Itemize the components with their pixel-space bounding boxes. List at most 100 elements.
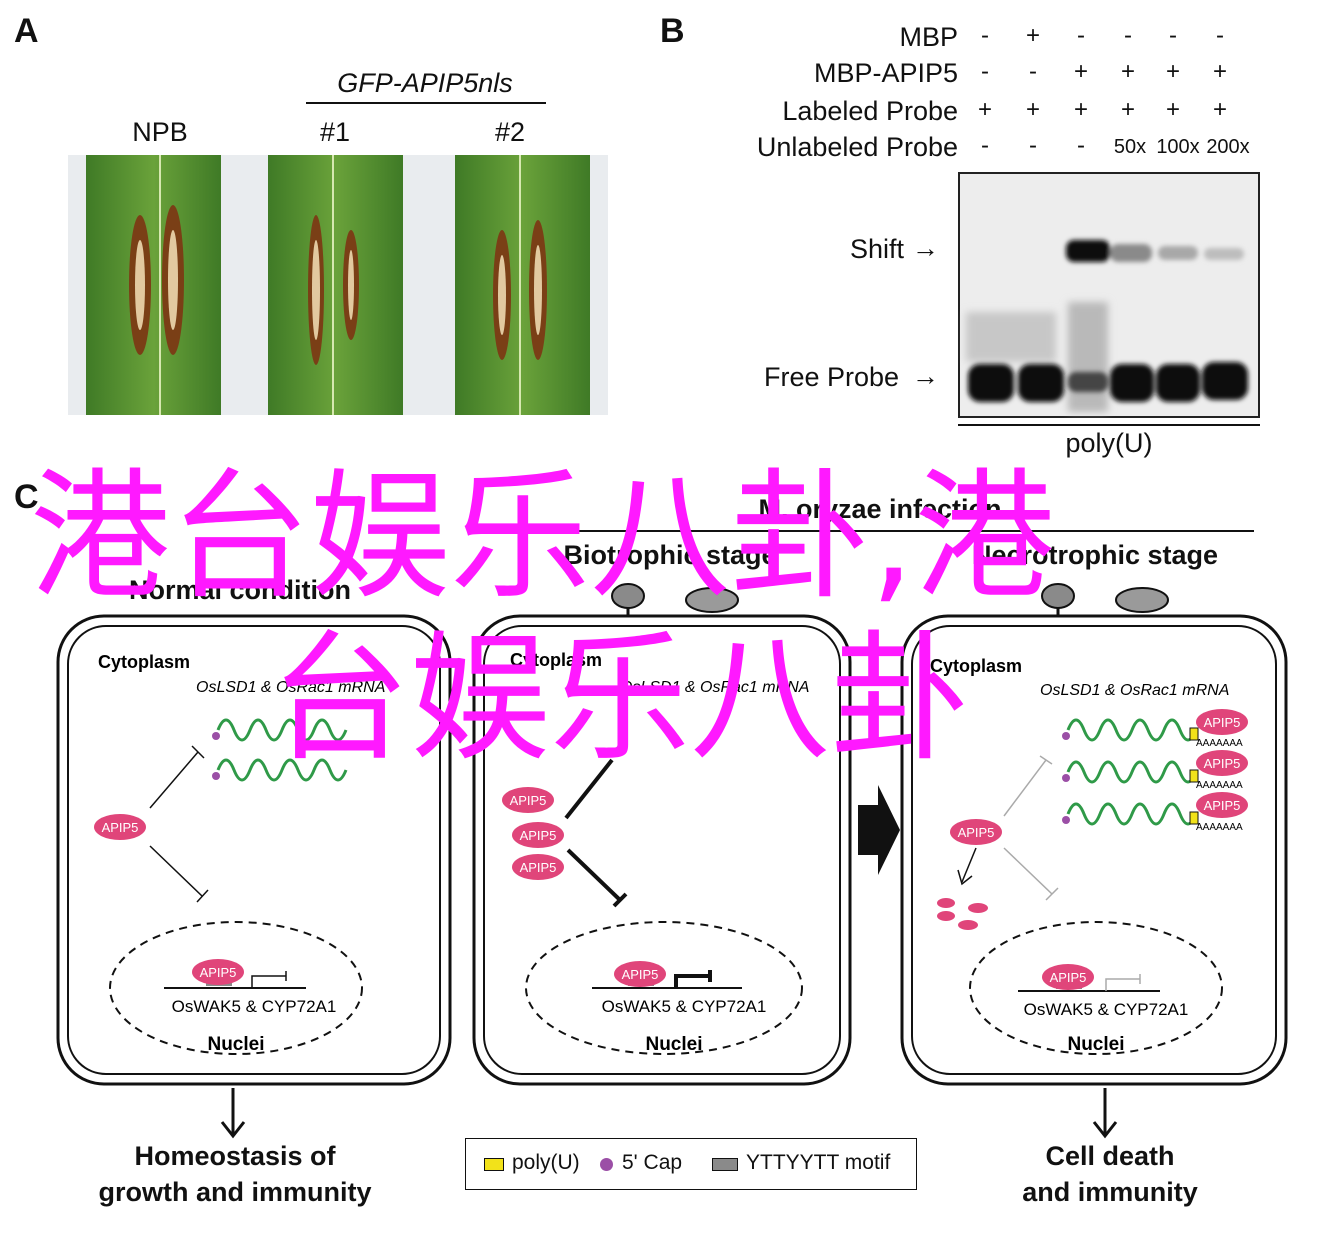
free-band	[1156, 364, 1200, 402]
fungal-spore	[685, 587, 739, 613]
polyu-bracket	[958, 424, 1260, 426]
construct-label: GFP-APIP5nls	[337, 68, 513, 98]
svg-text:APIP5: APIP5	[622, 967, 659, 982]
svg-text:Cytoplasm: Cytoplasm	[510, 650, 602, 670]
weak-inhibition-line	[1003, 847, 1053, 895]
sign-cell: +	[1025, 22, 1040, 49]
cytoplasm-label: Cytoplasm	[98, 652, 190, 672]
emsa-gel	[958, 172, 1260, 418]
gene-label: OsWAK5 & CYP72A1	[172, 997, 337, 1016]
down-arrow-icon	[1092, 1088, 1118, 1139]
svg-text:Nuclei: Nuclei	[1067, 1034, 1124, 1055]
sign-cell: +	[1073, 58, 1088, 85]
pathway-diagram: Cytoplasm OsLSD1 & OsRac1 mRNA APIP5 API…	[56, 583, 1288, 1086]
nucleus	[109, 921, 363, 1055]
sign-cell: -	[981, 22, 989, 49]
stage-necrotrophic: Necrotrophic stage	[971, 540, 1219, 570]
leaf-npb	[86, 155, 221, 415]
apip5-protein	[192, 959, 244, 985]
panel-b-label: B	[660, 12, 685, 50]
degraded-protein	[937, 898, 988, 930]
emsa-condition-table: MBP MBP-APIP5 Labeled Probe Unlabeled Pr…	[700, 18, 1260, 168]
apip5-protein	[512, 822, 564, 848]
sign-cell: 50x	[1113, 136, 1147, 158]
shift-band	[1204, 248, 1244, 260]
cell-biotrophic: Cytoplasm OsLSD1 & OsRac1 mRNA APIP5 API…	[472, 583, 852, 1086]
sign-cell: -	[981, 58, 989, 85]
sign-cell: +	[1212, 96, 1227, 123]
shift-band	[1158, 246, 1198, 260]
row-label-unlabeled-probe: Unlabeled Probe	[756, 132, 958, 162]
shift-band	[1066, 240, 1110, 262]
row-label-mbp: MBP	[899, 22, 958, 52]
mrna-label: OsLSD1 & OsRac1 mRNA	[196, 679, 385, 696]
svg-text:AAAAAAA: AAAAAAA	[1196, 780, 1243, 791]
svg-text:APIP5: APIP5	[1050, 970, 1087, 985]
free-band	[1068, 372, 1108, 392]
svg-text:APIP5: APIP5	[102, 820, 139, 835]
svg-text:OsWAK5 & CYP72A1: OsWAK5 & CYP72A1	[1024, 1000, 1189, 1019]
construct-bracket	[306, 102, 546, 104]
sign-cell: +	[1025, 96, 1040, 123]
motif-swatch	[712, 1158, 738, 1171]
legend-box: poly(U) 5' Cap YTTYYTT motif	[465, 1138, 917, 1190]
svg-text:APIP5: APIP5	[510, 793, 547, 808]
lane-label-1: #1	[319, 117, 351, 147]
apip5-protein	[614, 961, 666, 987]
svg-text:APIP5: APIP5	[520, 860, 557, 875]
row-label-labeled-probe: Labeled Probe	[782, 96, 958, 126]
sign-cell: -	[1077, 132, 1085, 159]
leaf-2	[455, 155, 590, 415]
nuclei-label: Nuclei	[207, 1034, 264, 1055]
sign-cell: 200x	[1206, 136, 1250, 158]
sign-cell: -	[1077, 22, 1085, 49]
free-probe-arrow-icon: →	[912, 361, 939, 391]
sign-cell: -	[1029, 132, 1037, 159]
svg-text:APIP5: APIP5	[1204, 756, 1241, 771]
svg-text:APIP5: APIP5	[958, 825, 995, 840]
inhibition-line	[564, 758, 614, 820]
free-band	[968, 364, 1014, 402]
polyu-swatch	[484, 1158, 504, 1171]
svg-text:Cytoplasm: Cytoplasm	[930, 656, 1022, 676]
apip5-protein	[1042, 964, 1094, 990]
svg-text:OsLSD1 & OsRac1 mRNA: OsLSD1 & OsRac1 mRNA	[1040, 682, 1229, 699]
cell-necrotrophic: Cytoplasm OsLSD1 & OsRac1 mRNA APIP5 AAA…	[900, 583, 1288, 1086]
apip5-protein	[94, 814, 146, 840]
svg-text:APIP5: APIP5	[1204, 715, 1241, 730]
svg-text:OsWAK5 & CYP72A1: OsWAK5 & CYP72A1	[602, 997, 767, 1016]
leaf-photo	[68, 155, 608, 415]
sign-cell: -	[1169, 22, 1177, 49]
outcome-right: Cell death and immunity	[1022, 1141, 1198, 1207]
inhibition-line	[149, 751, 199, 809]
outcome-left: Homeostasis of growth and immunity	[98, 1141, 372, 1207]
cap-icon	[212, 772, 220, 780]
mrna-strand	[212, 718, 348, 782]
legend-polyu: poly(U)	[512, 1151, 580, 1174]
shift-band	[1110, 244, 1152, 262]
stage-normal: Normal condition	[129, 575, 351, 605]
panel-a-label: A	[14, 12, 39, 50]
free-probe-label: Free Probe	[764, 362, 900, 392]
svg-text:OsLSD1 & OsRac1 mRNA: OsLSD1 & OsRac1 mRNA	[620, 679, 809, 696]
infection-header: M. oryzae infection	[758, 494, 1002, 524]
inhibition-line	[149, 845, 203, 897]
panel-c-label: C	[14, 478, 39, 516]
svg-text:APIP5: APIP5	[200, 965, 237, 980]
svg-text:AAAAAAA: AAAAAAA	[1196, 822, 1243, 833]
sign-cell: +	[1073, 96, 1088, 123]
apip5-protein	[512, 854, 564, 880]
svg-text:Nuclei: Nuclei	[645, 1034, 702, 1055]
sign-cell: +	[977, 96, 992, 123]
mrna-strand: APIP5 AAAAAAA APIP5 AAAAAAA APIP5 AAAAAA…	[1062, 709, 1248, 833]
sign-cell: -	[981, 132, 989, 159]
cap-icon	[212, 732, 220, 740]
sign-cell: -	[1216, 22, 1224, 49]
sign-cell: +	[1165, 58, 1180, 85]
apip5-protein	[502, 787, 554, 813]
inhibition-line	[566, 848, 622, 902]
leaf-1	[268, 155, 403, 415]
weak-inhibition-line	[1003, 759, 1047, 817]
infection-bracket	[490, 530, 1254, 532]
fungal-spore	[1115, 587, 1169, 613]
